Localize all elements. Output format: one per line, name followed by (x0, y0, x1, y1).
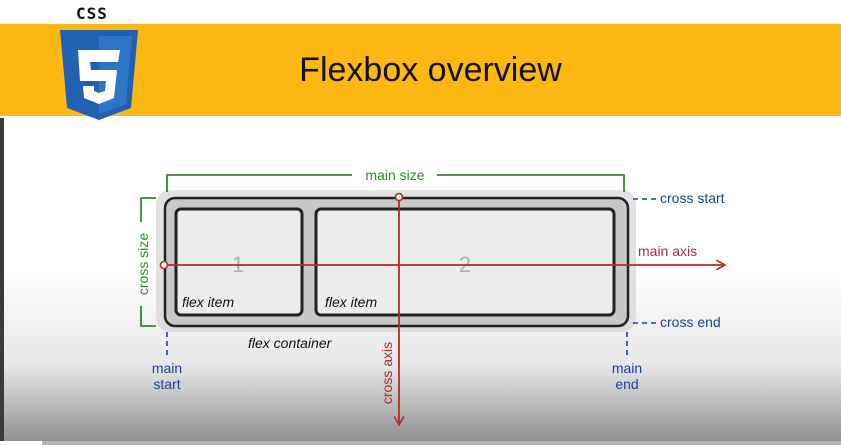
video-progress-track[interactable] (0, 441, 841, 445)
main-size-bracket (166, 174, 625, 192)
main-end-label-line1: main (612, 360, 642, 376)
flex-item-2-box (314, 207, 616, 317)
cross-start-label: cross start (660, 190, 725, 206)
left-edge-bar (0, 118, 4, 445)
flex-item-1-box (174, 207, 304, 317)
flex-container-label: flex container (248, 335, 333, 351)
css3-shield-icon (60, 30, 138, 120)
main-start-label-line2: start (153, 376, 180, 392)
main-axis-origin (159, 260, 169, 270)
main-size-label: main size (365, 167, 424, 183)
header-banner (0, 24, 841, 116)
css-label: CSS (76, 4, 108, 23)
flex-item-2-label: flex item (325, 294, 377, 310)
flex-item-1-label: flex item (182, 294, 234, 310)
video-progress-fill (0, 441, 43, 445)
cross-axis-label: cross axis (379, 342, 395, 404)
main-end-label-line2: end (615, 376, 638, 392)
cross-size-label: cross size (135, 233, 151, 295)
main-axis-label: main axis (638, 243, 697, 259)
cross-size-bracket (140, 197, 156, 327)
cross-axis-origin (394, 192, 404, 202)
main-start-label-line1: main (152, 360, 182, 376)
cross-end-label: cross end (660, 314, 721, 330)
